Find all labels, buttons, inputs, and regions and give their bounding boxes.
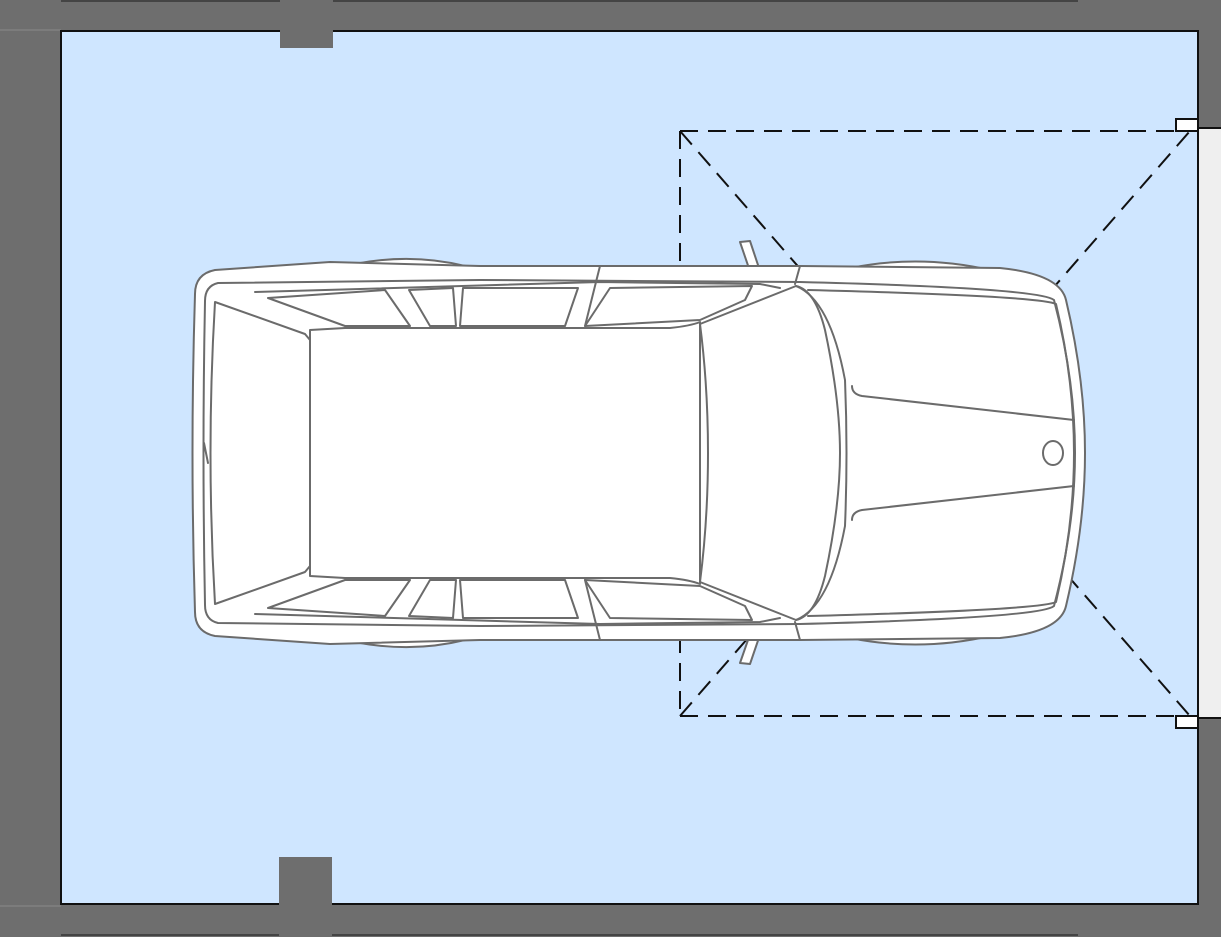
tailgate-line — [203, 442, 209, 464]
rear-door-window-top — [408, 287, 457, 327]
side-windows-top — [254, 281, 781, 293]
wall-right-lower — [1198, 718, 1221, 937]
mid-window-bottom — [459, 579, 579, 619]
side-windows-bottom — [254, 613, 781, 625]
garage-door-opening — [679, 118, 1221, 729]
rear-quarter-window-bottom — [267, 579, 411, 617]
column-bottom — [279, 857, 332, 937]
door-line-bottom-2 — [794, 621, 801, 641]
rear-quarter-window-top — [267, 289, 411, 327]
wall-left — [0, 0, 61, 937]
a-pillar — [795, 285, 848, 621]
wall-top — [0, 0, 1221, 31]
front-door-window-bottom — [584, 579, 753, 621]
door-leaf — [1199, 128, 1221, 718]
door-line-top-1 — [584, 265, 601, 327]
roof — [309, 321, 701, 585]
beltline — [202, 279, 1076, 627]
door-hinge-bottom — [1175, 715, 1199, 729]
mid-window-top — [459, 287, 579, 327]
front-door-window-top — [584, 285, 753, 327]
windshield — [699, 285, 841, 621]
hood-crease-top — [851, 385, 1075, 421]
column-top — [280, 0, 333, 48]
door-line-top-2 — [794, 265, 801, 285]
door-hinge-top — [1175, 118, 1199, 132]
hood-crease-bottom — [851, 485, 1075, 521]
door-line-bottom-1 — [584, 579, 601, 641]
car-top-view — [191, 240, 1086, 665]
rear-door-window-bottom — [408, 579, 457, 619]
rear-window — [209, 301, 311, 605]
wall-right-upper — [1198, 0, 1221, 128]
hood-emblem — [1042, 440, 1064, 466]
wall-bottom — [0, 904, 1221, 937]
hood — [807, 289, 1075, 617]
